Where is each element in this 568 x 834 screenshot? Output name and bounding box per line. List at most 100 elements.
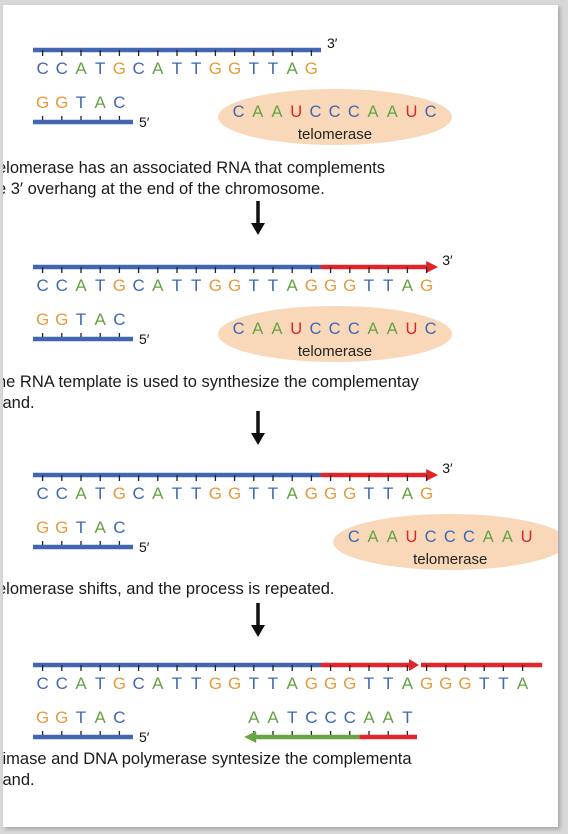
top-strand-base: T bbox=[268, 59, 278, 78]
primer-base: A bbox=[267, 708, 279, 727]
bottom-strand-base: G bbox=[36, 708, 49, 727]
top-strand-base: T bbox=[479, 674, 489, 693]
telomerase-rna-base: U bbox=[290, 103, 302, 121]
caption-line: rand. bbox=[3, 771, 35, 789]
caption-line: elomerase has an associated RNA that com… bbox=[3, 159, 385, 177]
strand-end-label: 3′ bbox=[442, 460, 453, 476]
primer-base: C bbox=[344, 708, 356, 727]
top-strand-base: G bbox=[420, 276, 433, 295]
top-strand-base: C bbox=[132, 276, 144, 295]
top-strand-base: G bbox=[209, 484, 222, 503]
top-strand-base: G bbox=[305, 276, 318, 295]
top-strand-base: A bbox=[75, 276, 87, 295]
telomerase-rna-base: A bbox=[252, 320, 263, 338]
top-strand-base: A bbox=[287, 484, 299, 503]
telomerase-rna-base: U bbox=[405, 103, 417, 121]
down-arrow-icon bbox=[251, 433, 265, 445]
top-strand-base: G bbox=[343, 674, 356, 693]
top-strand-base: T bbox=[172, 484, 182, 503]
bottom-strand-base: A bbox=[95, 93, 107, 112]
top-strand-base: A bbox=[75, 484, 87, 503]
top-strand-base: C bbox=[56, 484, 68, 503]
top-strand-base: T bbox=[364, 674, 374, 693]
telomerase-rna-base: A bbox=[367, 528, 378, 546]
bottom-strand-base: A bbox=[95, 518, 107, 537]
bottom-strand-base: G bbox=[55, 93, 68, 112]
top-strand-base: A bbox=[152, 59, 164, 78]
top-strand-base: T bbox=[191, 59, 201, 78]
top-strand-base: C bbox=[56, 674, 68, 693]
top-strand-base: T bbox=[95, 484, 105, 503]
telomerase-ellipse bbox=[218, 306, 452, 362]
top-strand-base: T bbox=[364, 276, 374, 295]
top-strand-base: G bbox=[209, 276, 222, 295]
telomerase-label: telomerase bbox=[298, 343, 372, 360]
top-strand-base: G bbox=[324, 484, 337, 503]
strand-end-label: 5′ bbox=[139, 331, 150, 347]
top-strand-base: A bbox=[287, 674, 299, 693]
top-strand-base: T bbox=[95, 674, 105, 693]
top-strand-base: G bbox=[305, 484, 318, 503]
bottom-strand-base: C bbox=[113, 518, 125, 537]
telomerase-rna-base: A bbox=[271, 320, 282, 338]
primer-base: A bbox=[248, 708, 260, 727]
caption-step-1: elomerase has an associated RNA that com… bbox=[3, 158, 557, 200]
caption-step-3: elomerase shifts, and the process is rep… bbox=[3, 579, 557, 600]
telomerase-rna-base: A bbox=[387, 103, 398, 121]
bottom-strand-base: G bbox=[36, 93, 49, 112]
bottom-strand-base: A bbox=[95, 310, 107, 329]
top-strand-base: G bbox=[228, 276, 241, 295]
top-strand-base: G bbox=[113, 484, 126, 503]
bottom-strand-base: A bbox=[95, 708, 107, 727]
telomerase-rna-base: C bbox=[233, 103, 245, 121]
top-strand-base: A bbox=[75, 59, 87, 78]
caption-line: e 3′ overhang at the end of the chromoso… bbox=[3, 180, 325, 198]
top-strand-base: C bbox=[36, 276, 48, 295]
caption-line: rimase and DNA polymerase syntesize the … bbox=[3, 750, 412, 768]
down-arrow-icon bbox=[251, 625, 265, 637]
top-strand-base: T bbox=[383, 276, 393, 295]
down-arrow-icon bbox=[251, 223, 265, 235]
telomerase-rna-base: A bbox=[367, 103, 378, 121]
top-strand-base: T bbox=[172, 674, 182, 693]
telomerase-rna-base: A bbox=[387, 320, 398, 338]
top-strand-base: T bbox=[498, 674, 508, 693]
top-strand-base: G bbox=[305, 59, 318, 78]
telomerase-label: telomerase bbox=[298, 126, 372, 143]
top-strand-base: G bbox=[228, 59, 241, 78]
bottom-strand-base: C bbox=[113, 708, 125, 727]
telomerase-rna-base: C bbox=[309, 103, 321, 121]
caption-line: elomerase shifts, and the process is rep… bbox=[3, 580, 335, 598]
telomerase-rna-base: U bbox=[290, 320, 302, 338]
telomerase-rna-base: C bbox=[233, 320, 245, 338]
strand-arrowhead-icon bbox=[426, 261, 439, 273]
top-strand-base: C bbox=[132, 484, 144, 503]
top-strand-base: T bbox=[268, 674, 278, 693]
telomerase-rna-base: A bbox=[502, 528, 513, 546]
primer-base: A bbox=[363, 708, 375, 727]
telomerase-rna-base: A bbox=[483, 528, 494, 546]
caption-step-4: rimase and DNA polymerase syntesize the … bbox=[3, 749, 557, 791]
top-strand-base: A bbox=[152, 276, 164, 295]
top-strand-base: C bbox=[132, 674, 144, 693]
telomerase-rna-base: C bbox=[463, 528, 475, 546]
top-strand-base: T bbox=[249, 59, 259, 78]
top-strand-base: T bbox=[172, 276, 182, 295]
top-strand-base: G bbox=[439, 674, 452, 693]
telomerase-rna-base: A bbox=[387, 528, 398, 546]
caption-line: rand. bbox=[3, 394, 35, 412]
top-strand-base: T bbox=[172, 59, 182, 78]
caption-line: he RNA template is used to synthesize th… bbox=[3, 373, 419, 391]
strand-end-label: 5′ bbox=[139, 539, 150, 555]
top-strand-base: T bbox=[95, 276, 105, 295]
telomerase-ellipse bbox=[333, 514, 558, 570]
top-strand-base: G bbox=[113, 59, 126, 78]
strand-end-label: 5′ bbox=[139, 114, 150, 130]
top-strand-base: T bbox=[249, 484, 259, 503]
top-strand-base: T bbox=[364, 484, 374, 503]
top-strand-base: T bbox=[95, 59, 105, 78]
top-strand-base: A bbox=[152, 484, 164, 503]
top-strand-base: T bbox=[268, 276, 278, 295]
top-strand-base: T bbox=[268, 484, 278, 503]
bottom-strand-base: C bbox=[113, 93, 125, 112]
